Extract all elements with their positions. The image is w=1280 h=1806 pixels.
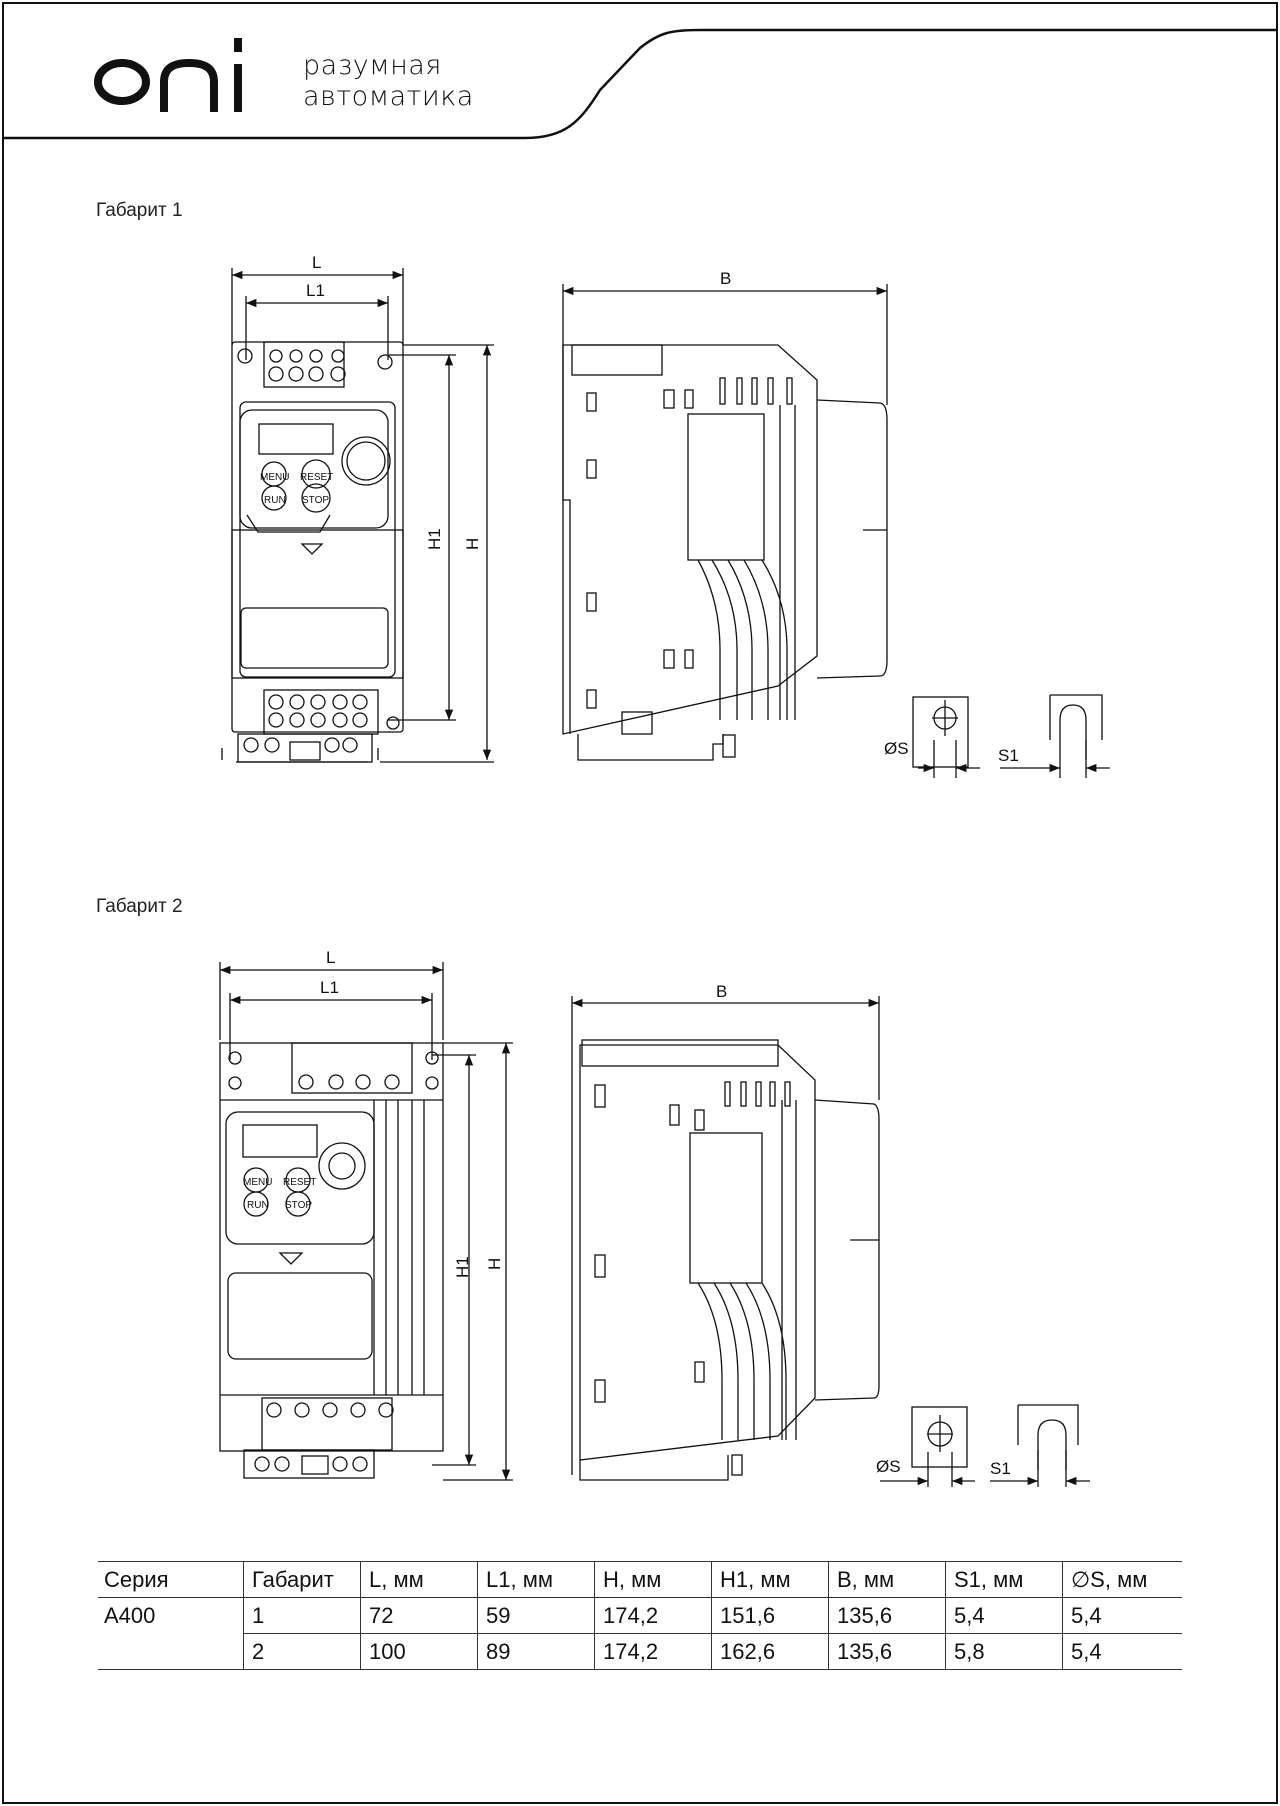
size1-label-H1: H1 xyxy=(425,528,444,550)
size1-front-view xyxy=(221,268,494,763)
size2-label-S1: S1 xyxy=(990,1459,1011,1478)
size2-reset-label: RESET xyxy=(283,1177,316,1188)
size1-label-H: H xyxy=(463,538,482,550)
tagline-line-1: разумная xyxy=(303,50,442,81)
size1-label-L1: L1 xyxy=(306,281,325,300)
header-S1: S1, мм xyxy=(945,1561,1063,1598)
header-H1: H1, мм xyxy=(711,1561,829,1598)
size2-menu-label: MENU xyxy=(243,1177,272,1188)
size2-label-B: B xyxy=(716,982,727,1001)
series-cell: A400 xyxy=(104,1602,156,1628)
table-cell: 72 xyxy=(360,1597,478,1634)
table-cell: 151,6 xyxy=(711,1597,829,1634)
size2-front-view xyxy=(219,962,513,1481)
table-cell: 174,2 xyxy=(594,1597,712,1634)
header-size: Габарит xyxy=(243,1561,361,1598)
size2-label-H1: H1 xyxy=(453,1256,472,1278)
table-header-row: Серия Габарит L, мм L1, мм H, мм H1, мм … xyxy=(98,1561,1182,1598)
size1-menu-label: MENU xyxy=(260,472,289,483)
table-cell: 5,8 xyxy=(945,1633,1063,1670)
table-cell: 2 xyxy=(243,1633,361,1670)
size1-label-S: ØS xyxy=(884,739,909,758)
size2-label-L: L xyxy=(326,948,335,967)
table-row: A400 1 72 59 174,2 151,6 135,6 5,4 5,4 xyxy=(98,1597,1182,1634)
size2-label-H: H xyxy=(485,1258,504,1270)
tagline: разумная автоматика xyxy=(303,50,474,112)
table-cell: 59 xyxy=(477,1597,595,1634)
tagline-line-2: автоматика xyxy=(303,81,474,112)
size1-run-label: RUN xyxy=(264,495,286,506)
table-cell: 5,4 xyxy=(945,1597,1063,1634)
header-S: ∅S, мм xyxy=(1062,1561,1182,1598)
table-cell: 162,6 xyxy=(711,1633,829,1670)
section-title-size-2: Габарит 2 xyxy=(96,896,183,917)
header-L1: L1, мм xyxy=(477,1561,595,1598)
header-band xyxy=(2,28,1278,140)
technical-drawings: L L1 H1 H B ØS S1 MENU RESET RUN STOP L … xyxy=(219,253,1110,1487)
table-cell: 135,6 xyxy=(828,1597,946,1634)
size1-label-B: B xyxy=(720,269,731,288)
dimensions-table: Серия Габарит L, мм L1, мм H, мм H1, мм … xyxy=(98,1561,1182,1670)
size2-run-label: RUN xyxy=(247,1200,269,1211)
table-cell: 5,4 xyxy=(1062,1597,1182,1634)
oni-logo xyxy=(94,38,242,112)
table-cell: 5,4 xyxy=(1062,1633,1182,1670)
size1-reset-label: RESET xyxy=(300,472,333,483)
table-cell: 89 xyxy=(477,1633,595,1670)
section-title-size-1: Габарит 1 xyxy=(96,200,183,221)
size1-side-view xyxy=(562,284,1110,778)
series-cell-empty xyxy=(98,1633,244,1670)
size1-label-L: L xyxy=(312,253,321,272)
header-L: L, мм xyxy=(360,1561,478,1598)
table-row: 2 100 89 174,2 162,6 135,6 5,8 5,4 xyxy=(98,1633,1182,1670)
table-cell: 1 xyxy=(243,1597,361,1634)
size1-label-S1: S1 xyxy=(998,746,1019,765)
table-cell: 174,2 xyxy=(594,1633,712,1670)
size2-side-view xyxy=(571,996,1090,1487)
size2-stop-label: STOP xyxy=(285,1200,312,1211)
size2-label-S: ØS xyxy=(876,1457,901,1476)
header-H: H, мм xyxy=(594,1561,712,1598)
size2-label-L1: L1 xyxy=(320,978,339,997)
table-cell: 100 xyxy=(360,1633,478,1670)
size1-stop-label: STOP xyxy=(302,495,329,506)
header-B: B, мм xyxy=(828,1561,946,1598)
table-cell: 135,6 xyxy=(828,1633,946,1670)
header-series: Серия xyxy=(104,1566,169,1592)
